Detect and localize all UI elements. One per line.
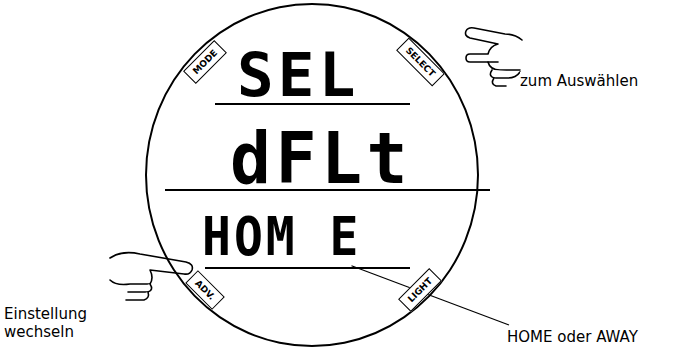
adv-button: ADV. bbox=[185, 270, 225, 310]
display-text: SEL bbox=[237, 45, 360, 106]
display-lines bbox=[165, 104, 490, 268]
display-text: dFLt bbox=[230, 123, 412, 194]
display-text: HOM E bbox=[202, 210, 362, 263]
annotation-label: zum Auswählen bbox=[520, 72, 638, 90]
mode-button: MODE bbox=[183, 40, 227, 84]
annotation-label: HOME oder AWAY bbox=[507, 328, 638, 346]
leader-line bbox=[352, 266, 510, 325]
button-label: LIGHT bbox=[406, 276, 434, 304]
button-label: SELECT bbox=[403, 45, 436, 78]
button-label: ADV. bbox=[193, 278, 217, 302]
pointing-hand-left bbox=[110, 253, 192, 300]
select-button: SELECT bbox=[396, 38, 445, 87]
button-label: MODE bbox=[191, 48, 219, 76]
pointing-hand-right bbox=[466, 28, 523, 86]
annotation-label: Einstellung wechseln bbox=[4, 305, 114, 341]
watch-face: SEL dFLtHOM E bbox=[145, 3, 479, 347]
light-button: LIGHT bbox=[398, 268, 442, 312]
